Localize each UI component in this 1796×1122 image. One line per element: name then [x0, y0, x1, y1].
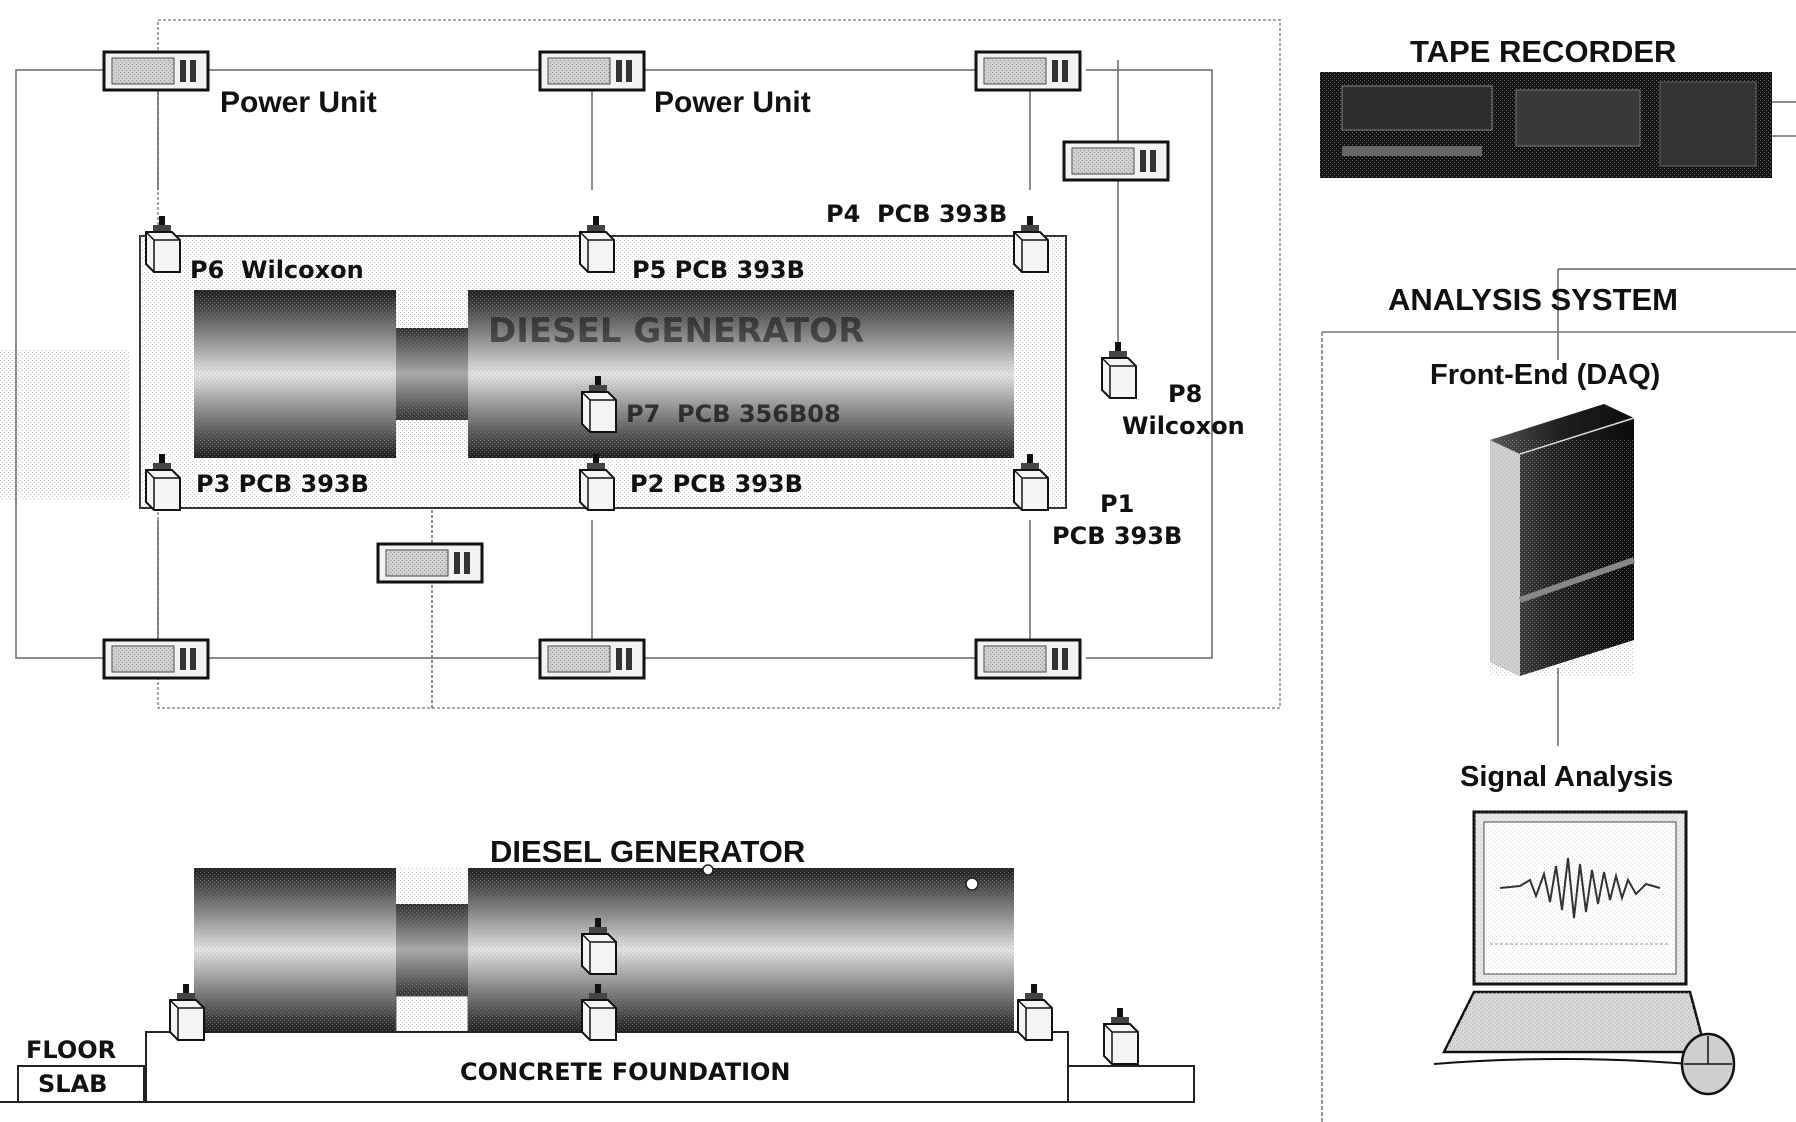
side-view: DIESEL GENERATOR CONCRETE FOUNDATION FLO…	[0, 834, 1195, 1103]
side-generator-label: DIESEL GENERATOR	[490, 834, 805, 869]
side-accelerometer-p8	[1103, 1007, 1139, 1065]
analysis-computer	[1433, 810, 1736, 1096]
power-unit-left-label: Power Unit	[220, 86, 377, 119]
sensor-label-p1-model: PCB 393B	[1052, 522, 1182, 550]
floor-slab-right	[1067, 1065, 1195, 1103]
power-unit-top-left	[102, 50, 210, 92]
side-accelerometer-p1	[1017, 983, 1053, 1041]
foundation-label: CONCRETE FOUNDATION	[460, 1058, 791, 1086]
sensor-label-p3: P3 PCB 393B	[196, 470, 369, 498]
power-unit-top-right	[974, 50, 1082, 92]
sensor-label-p8-name: P8	[1168, 380, 1202, 408]
generator-watermark-label: DIESEL GENERATOR	[488, 311, 864, 351]
sensor-label-p6: P6 Wilcoxon	[190, 256, 364, 284]
generator-top-view: DIESEL GENERATOR	[194, 290, 1014, 458]
power-unit-center-label: Power Unit	[654, 86, 811, 119]
power-unit-p8	[1062, 140, 1170, 182]
sensor-label-p5: P5 PCB 393B	[632, 256, 805, 284]
power-unit-p7	[376, 542, 484, 584]
accelerometer-p6	[145, 215, 181, 273]
sensor-label-p4: P4 PCB 393B	[826, 200, 1007, 228]
sensor-label-p8-model: Wilcoxon	[1122, 412, 1245, 440]
sensor-label-p2: P2 PCB 393B	[630, 470, 803, 498]
sensor-label-p7: P7 PCB 356B08	[626, 400, 841, 428]
floor-label-line2: SLAB	[38, 1070, 107, 1098]
waveform-trace	[1499, 857, 1661, 919]
signal-analysis-label: Signal Analysis	[1460, 761, 1673, 793]
floor-label-line1: FLOOR	[26, 1036, 116, 1064]
power-unit-bottom-right	[974, 638, 1082, 680]
analysis-system-label: ANALYSIS SYSTEM	[1388, 282, 1678, 317]
front-end-label: Front-End (DAQ)	[1430, 359, 1660, 391]
power-unit-bottom-center	[538, 638, 646, 680]
sensor-label-p1-name: P1	[1100, 490, 1134, 518]
power-unit-top-center	[538, 50, 646, 92]
tape-recorder	[1320, 72, 1772, 178]
tape-recorder-label: TAPE RECORDER	[1410, 34, 1676, 69]
power-unit-bottom-left	[102, 638, 210, 680]
accelerometer-p5	[579, 215, 615, 273]
daq-front-end	[1490, 404, 1635, 676]
floor-slab-left	[17, 1065, 145, 1103]
accelerometer-p4	[1013, 215, 1049, 273]
accelerometer-p8	[1101, 341, 1137, 399]
